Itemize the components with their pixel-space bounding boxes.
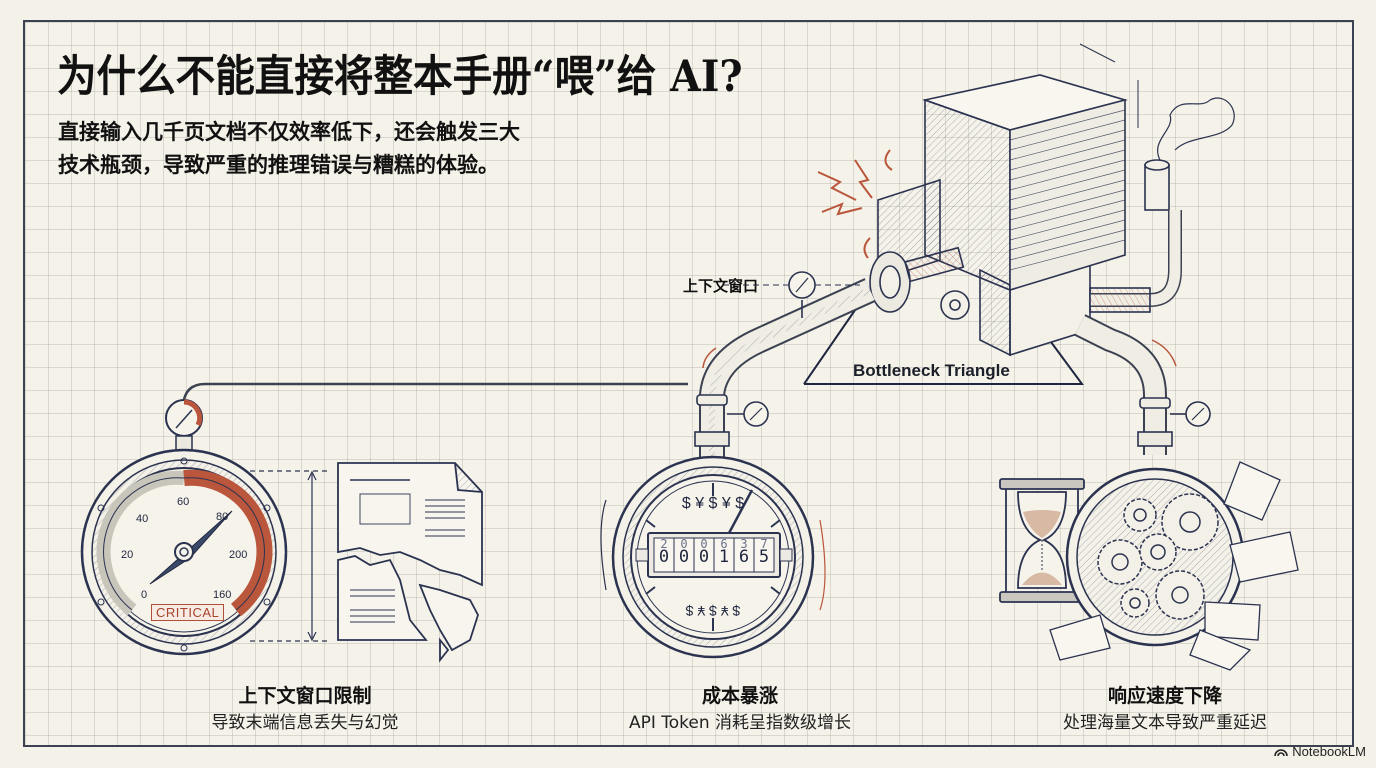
svg-text:5: 5 xyxy=(759,547,769,567)
svg-text:80: 80 xyxy=(216,511,228,523)
flow-arrow-icon xyxy=(1151,339,1177,367)
paper-stack-machine-icon xyxy=(869,43,1235,357)
svg-text:40: 40 xyxy=(136,513,148,525)
svg-text:0: 0 xyxy=(141,589,147,601)
svg-text:0: 0 xyxy=(700,537,707,551)
cost-counter-digits: 0 0 0 1 6 5 xyxy=(659,547,769,567)
cost-counter-upper-digits: 2 0 0 6 3 7 xyxy=(660,537,767,551)
gear-chamber-icon xyxy=(1049,461,1299,671)
pressure-gauge-icon xyxy=(80,399,288,656)
svg-text:2: 2 xyxy=(660,537,667,551)
svg-text:160: 160 xyxy=(213,589,231,601)
svg-text:7: 7 xyxy=(760,537,767,551)
bottleneck-title: 响应速度下降 xyxy=(1107,685,1222,707)
bottleneck-desc: 处理海量文本导致严重延迟 xyxy=(1063,713,1267,733)
svg-text:6: 6 xyxy=(739,547,749,567)
svg-text:20: 20 xyxy=(121,549,133,561)
bottleneck-desc: 导致末端信息丢失与幻觉 xyxy=(211,713,399,733)
svg-text:1: 1 xyxy=(719,547,729,567)
page-subtitle: 直接输入几千页文档不仅效率低下，还会触发三大 技术瓶颈，导致严重的推理错误与糟糕… xyxy=(58,116,618,182)
pipe-left xyxy=(694,271,876,460)
bottleneck-title: 成本暴涨 xyxy=(701,685,778,707)
page-title: 为什么不能直接将整本手册“喂”给 AI? xyxy=(57,52,743,102)
svg-text:3: 3 xyxy=(740,537,747,551)
bottleneck-card-context-window: 上下文窗口限制 导致末端信息丢失与幻觉 xyxy=(160,684,450,736)
cost-meter-icon: $ ¥ $ ¥ $ $ ¥ $ ¥ $ xyxy=(600,455,826,659)
svg-text:6: 6 xyxy=(720,537,727,551)
torn-document-icon xyxy=(337,462,483,663)
bottleneck-triangle-label: Bottleneck Triangle xyxy=(853,361,1010,380)
subtitle-line-2: 技术瓶颈，导致严重的推理错误与糟糕的体验。 xyxy=(58,153,499,177)
critical-status-badge: CRITICAL xyxy=(151,604,225,621)
brand-label: NotebookLM xyxy=(1292,744,1366,759)
svg-text:$ ¥ $ ¥ $: $ ¥ $ ¥ $ xyxy=(686,603,741,619)
context-window-label: 上下文窗口 xyxy=(683,277,759,295)
bottleneck-desc: API Token 消耗呈指数级增长 xyxy=(628,713,852,733)
svg-text:0: 0 xyxy=(699,547,709,567)
bottleneck-card-latency: 响应速度下降 处理海量文本导致严重延迟 xyxy=(1000,684,1330,736)
notebooklm-watermark: NotebookLM xyxy=(1274,744,1366,759)
gauge-tick-labels: 0 20 40 60 80 200 160 xyxy=(121,496,247,601)
bottleneck-card-cost: 成本暴涨 API Token 消耗呈指数级增长 xyxy=(570,684,910,736)
subtitle-line-1: 直接输入几千页文档不仅效率低下，还会触发三大 xyxy=(58,120,520,144)
svg-text:0: 0 xyxy=(659,547,669,567)
svg-text:200: 200 xyxy=(229,549,247,561)
bottleneck-title: 上下文窗口限制 xyxy=(238,685,372,707)
svg-text:0: 0 xyxy=(679,547,689,567)
connector-line xyxy=(181,382,688,406)
svg-text:0: 0 xyxy=(680,537,687,551)
notebooklm-logo-icon xyxy=(1274,749,1289,757)
pipe-right xyxy=(1074,314,1211,455)
flow-arrow-icon xyxy=(702,347,717,369)
svg-text:60: 60 xyxy=(177,496,189,508)
svg-text:$ ¥ $ ¥ $: $ ¥ $ ¥ $ xyxy=(682,495,744,512)
dimension-line xyxy=(250,470,330,642)
spark-icon xyxy=(817,149,893,259)
